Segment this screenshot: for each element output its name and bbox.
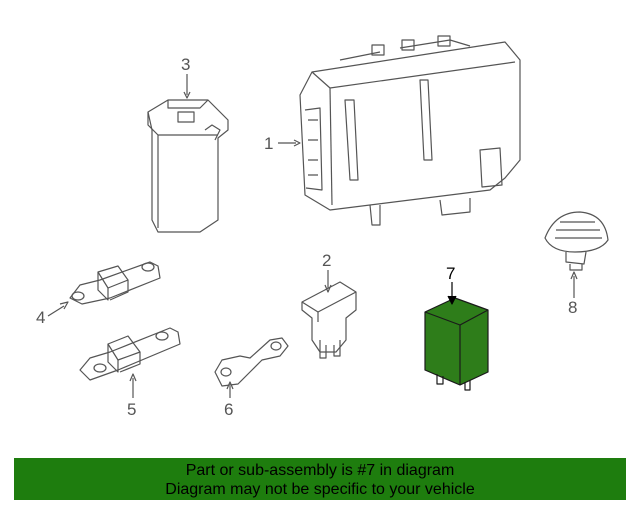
parts-diagram: 1 2 3 4 5 6 7 8	[36, 35, 609, 419]
callout-6: 6	[224, 400, 233, 419]
leader-lines	[47, 74, 578, 398]
info-banner: Part or sub-assembly is #7 in diagram Di…	[14, 458, 626, 500]
callout-3: 3	[181, 55, 190, 74]
callout-4: 4	[36, 308, 45, 327]
part-6-bus-bar[interactable]	[214, 337, 289, 387]
part-8-knob[interactable]	[544, 211, 609, 271]
banner-line-2: Diagram may not be specific to your vehi…	[165, 481, 475, 498]
callout-7: 7	[446, 264, 455, 283]
part-3-cartridge-fuse[interactable]	[147, 99, 229, 233]
part-2-mini-fuse[interactable]	[301, 281, 357, 359]
part-7-relay[interactable]	[424, 297, 489, 391]
part-4-fusible-link[interactable]	[69, 261, 161, 305]
part-5-fusible-link[interactable]	[79, 327, 181, 381]
callout-5: 5	[127, 400, 136, 419]
part-1-control-module[interactable]	[299, 35, 521, 226]
callout-2: 2	[322, 251, 331, 270]
callout-8: 8	[568, 298, 577, 317]
banner-line-1: Part or sub-assembly is #7 in diagram	[185, 462, 455, 479]
callout-1: 1	[264, 134, 273, 153]
